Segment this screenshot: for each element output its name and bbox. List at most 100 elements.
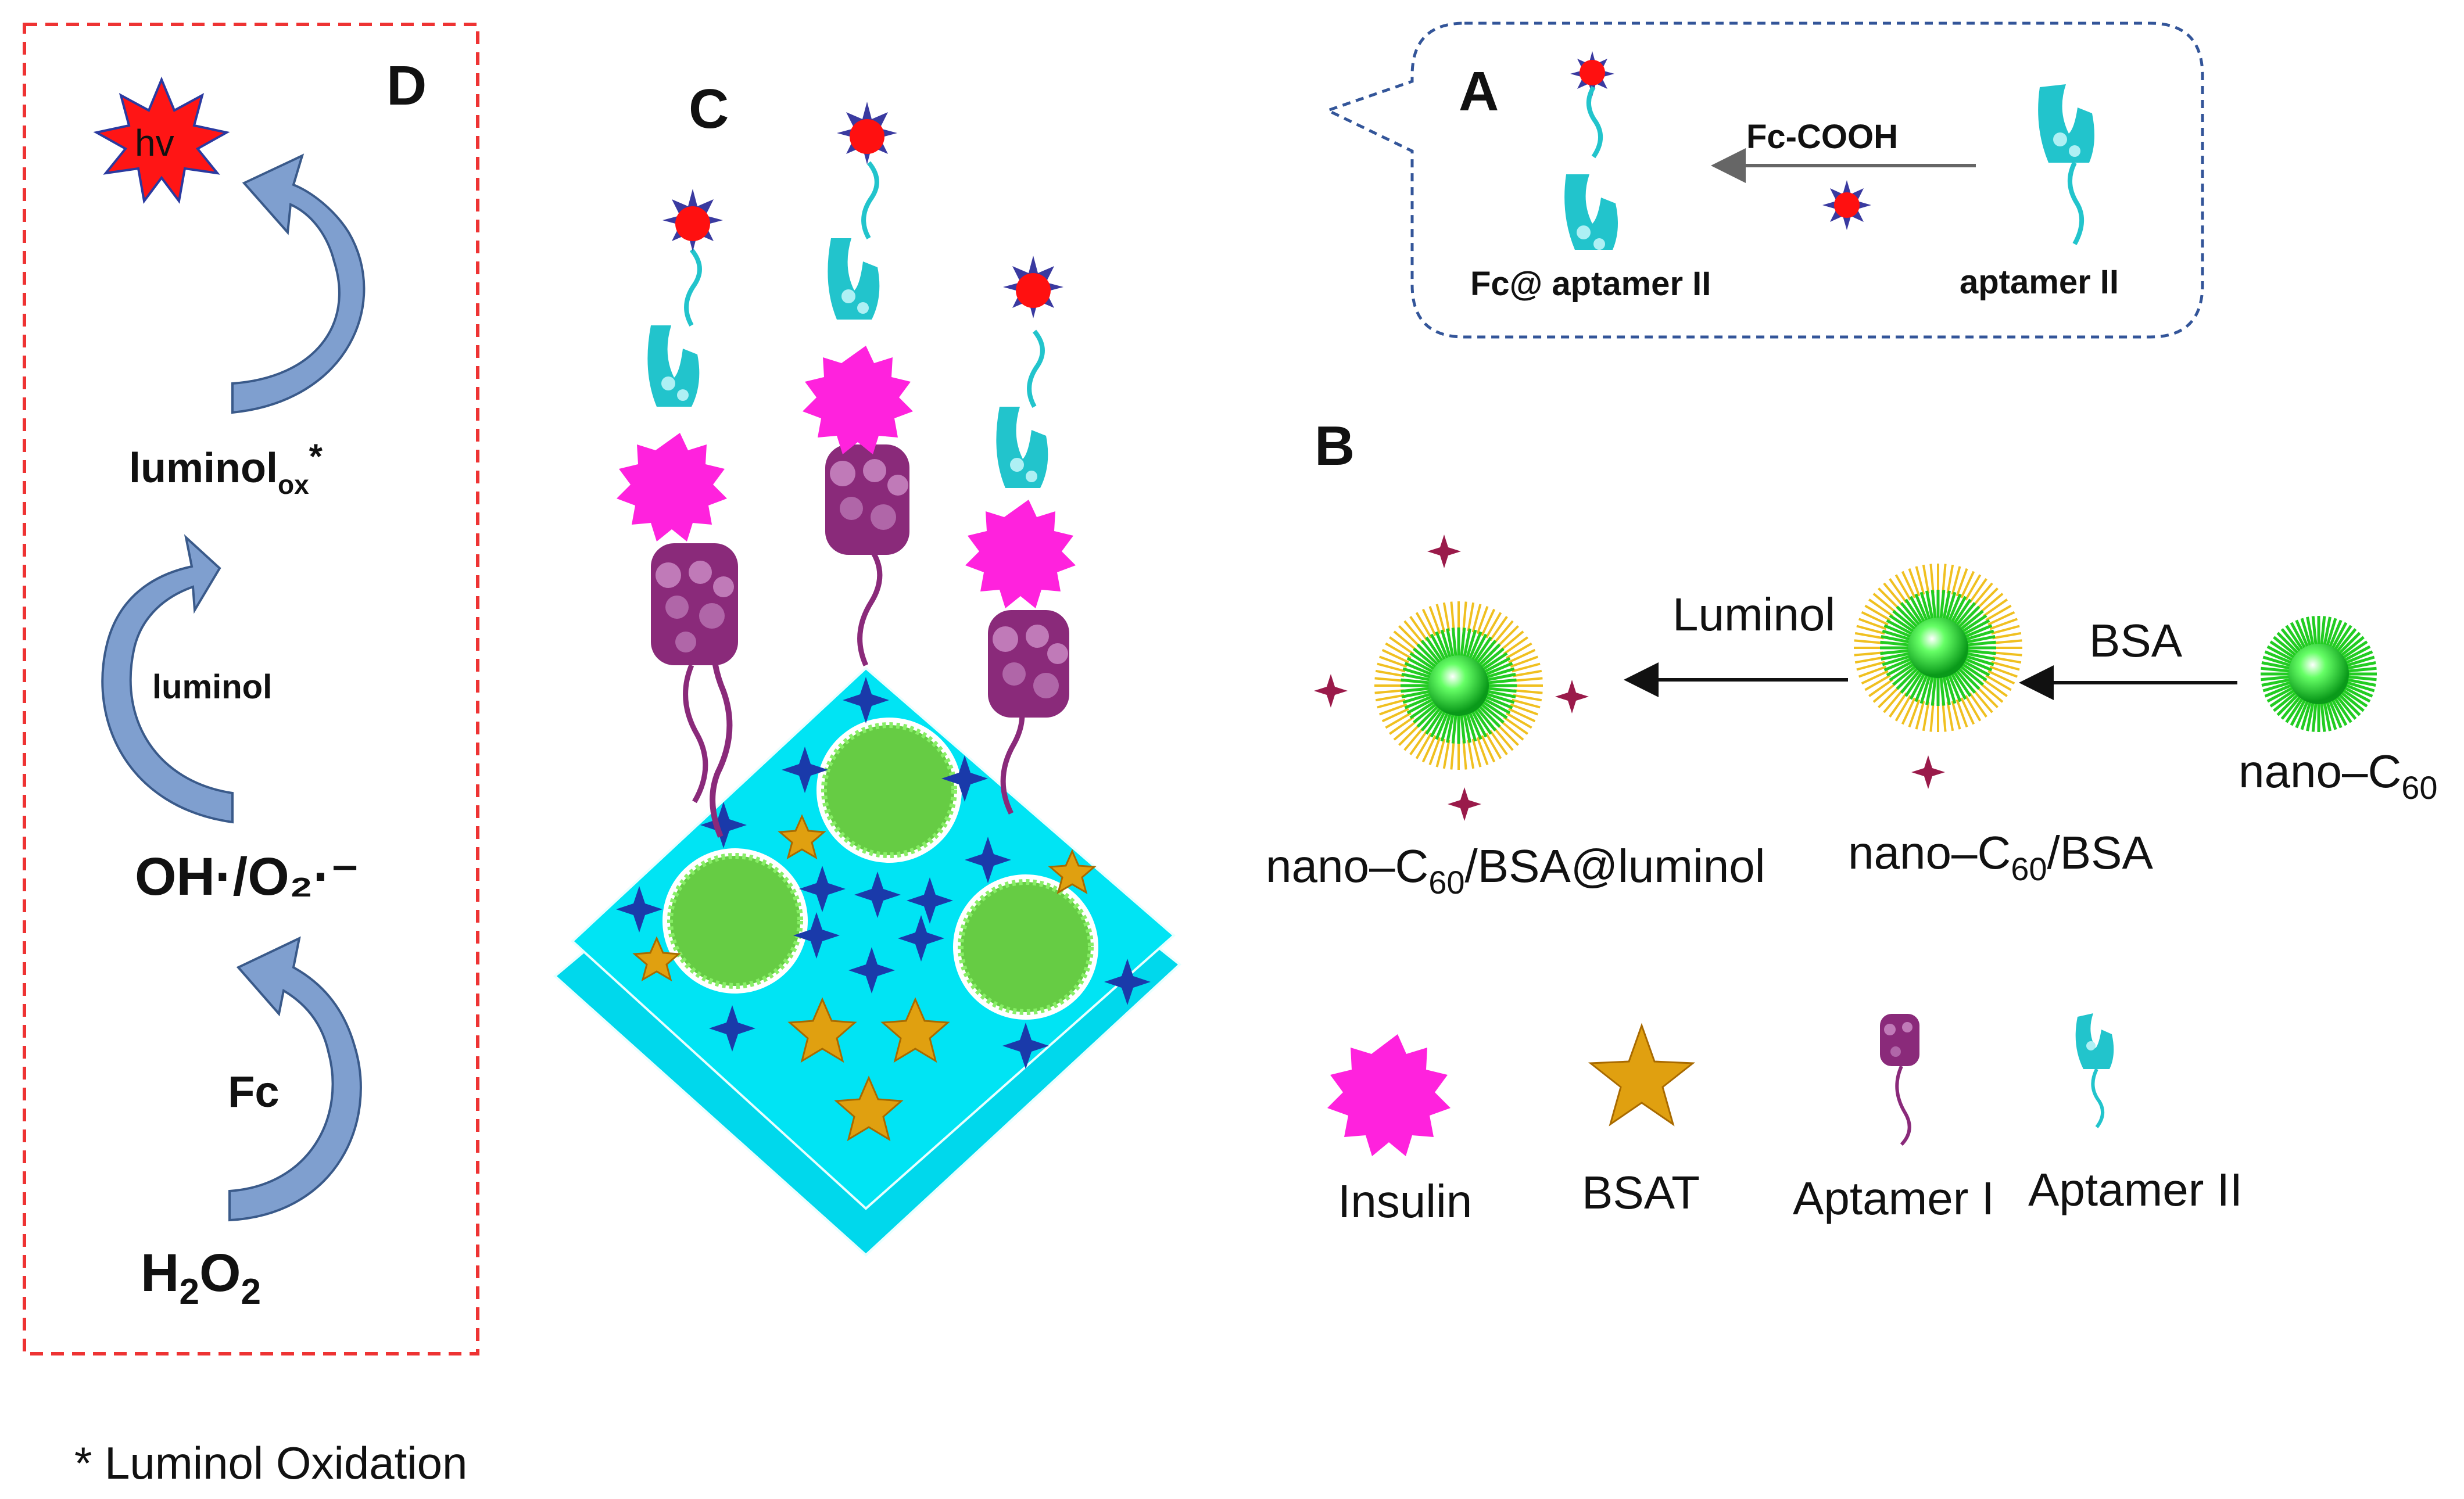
particle-ray (1947, 593, 1962, 622)
particle-ray (1991, 661, 2020, 671)
particle-ray (1955, 602, 1976, 626)
particle-ray (1409, 730, 1428, 755)
particle-ray (1856, 661, 1885, 671)
particle-ray (1945, 591, 1957, 621)
particle-ray (1486, 667, 1515, 679)
luminol-cross-mark (1104, 959, 1151, 1005)
particle-ray (1401, 690, 1431, 698)
particle-ray (1420, 640, 1442, 664)
particle-ray (1982, 598, 2008, 618)
bsat-star-mark (632, 936, 681, 982)
aptamer-ii-body (828, 238, 880, 320)
particle-ray (1513, 677, 1543, 682)
particle-ray (2333, 625, 2352, 651)
particle-ray (1440, 629, 1452, 658)
particle-ray (2273, 691, 2297, 712)
particle-ray (1425, 636, 1444, 662)
particle-ray (1883, 689, 1904, 713)
particle-ray (1878, 587, 1900, 610)
particle-ray (1964, 657, 1993, 672)
particle-ray (2326, 701, 2337, 730)
particle-ray (1982, 678, 2008, 697)
hv-star-shape (93, 76, 230, 204)
particle-ray (1435, 712, 1449, 740)
particle-ray (1468, 631, 1482, 659)
particle-ray (1503, 716, 1528, 735)
particle-ray (1989, 618, 2018, 630)
particle-ray (1460, 714, 1466, 744)
particle-ray (1401, 678, 1430, 684)
particle-ray (1508, 648, 1536, 664)
particle-ray (2285, 697, 2304, 723)
particle-ray (1485, 662, 1513, 676)
particle-ray (1398, 625, 1421, 648)
particle-ray (1415, 612, 1432, 639)
particle-ray (2346, 681, 2375, 693)
particle-ray (1966, 635, 1996, 644)
particle-ray (1942, 564, 1947, 593)
particle-ray (1950, 672, 1967, 700)
particle-ray (1389, 716, 1414, 735)
particle-ray (1379, 703, 1408, 716)
particle-ray (1889, 614, 1915, 633)
particle-ray (1854, 632, 1884, 640)
particle-ray (1430, 710, 1446, 738)
particle-ray (1377, 698, 1406, 709)
aptamer-ii-start-icon (2038, 84, 2094, 245)
bsat-star-mark (1048, 849, 1097, 895)
particle-ray (2280, 628, 2302, 652)
particle-ray (2323, 616, 2332, 646)
particle-ray (2328, 700, 2343, 729)
particle-ray (1442, 740, 1451, 769)
particle-ray (1500, 630, 1524, 651)
nano-c60-label: nano–C60 (2239, 745, 2438, 806)
particle-ray (1861, 670, 1889, 685)
particle-ray (1478, 705, 1501, 728)
particle-ray (1992, 632, 2022, 640)
particle-ray (1471, 710, 1488, 738)
particle-ray (1510, 655, 1538, 668)
particle-ray (1968, 692, 1987, 718)
ferrocene-tag (662, 189, 723, 252)
particle-ray (1968, 578, 1987, 604)
particle-ray (2266, 686, 2294, 703)
particle-ray (1496, 723, 1519, 746)
particle-ray (1904, 598, 1924, 625)
luminol-reagent-label: luminol (152, 668, 272, 706)
particle-ray (1428, 737, 1441, 765)
particle-ray (1889, 662, 1915, 682)
footnote: * Luminol Oxidation (74, 1437, 467, 1489)
particle-ray (1512, 698, 1541, 709)
particle-ray (2320, 616, 2326, 645)
nano-c60-bsa-label: nano–C60/BSA (1848, 827, 2153, 887)
particle-ray (1919, 591, 1931, 621)
particle-ray (1403, 727, 1424, 751)
luminol-cross-mark (898, 915, 944, 962)
particle-ray (1900, 669, 1921, 694)
particle-ray (2261, 675, 2290, 682)
particle-ray (1991, 625, 2020, 635)
particle-ray (1486, 693, 1515, 704)
particle-ray (1406, 698, 1434, 715)
particle-ray (1919, 675, 1931, 704)
particle-ray (2261, 678, 2291, 687)
particle-ray (2295, 700, 2309, 729)
particle-ray (1939, 590, 1946, 619)
particle-ray (1473, 636, 1492, 662)
particle-ray (2269, 640, 2295, 659)
particle-ray (1451, 714, 1457, 744)
particle-ray (1881, 652, 1910, 661)
particle-ray (1945, 675, 1957, 704)
particle-ray (1513, 669, 1542, 677)
particle-ray (2343, 645, 2371, 662)
particle-ray (1428, 606, 1441, 634)
particle-ray (1513, 694, 1542, 702)
aptamer-i-body (825, 444, 909, 555)
bsat-star-mark (880, 997, 950, 1063)
particle-ray (2290, 698, 2307, 726)
particle-ray (1909, 672, 1926, 700)
luminol-cross-mark (1448, 787, 1481, 821)
particle-ray (1931, 676, 1937, 706)
legend: Insulin BSAT Aptamer I Aptamer II (1327, 1013, 2243, 1227)
particle-ray (1471, 633, 1488, 661)
